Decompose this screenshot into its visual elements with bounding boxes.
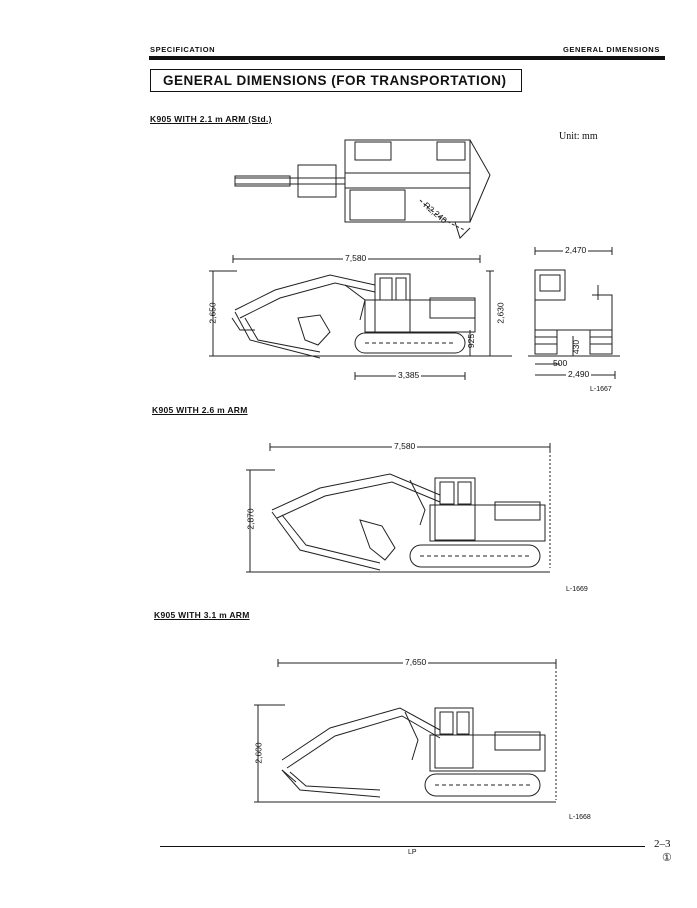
revision-mark: ①: [662, 852, 672, 864]
dim-shoe-width: 500: [553, 358, 568, 368]
page-title: GENERAL DIMENSIONS (FOR TRANSPORTATION): [163, 73, 507, 88]
rear-view-excavator: [528, 247, 620, 379]
title-box: GENERAL DIMENSIONS (FOR TRANSPORTATION): [150, 69, 522, 92]
footer-center: LP: [408, 849, 417, 856]
dim-overall-length-1: 7,580: [343, 253, 369, 263]
dim-height-3: 2,600: [254, 742, 264, 764]
drawing-id-3: L-1668: [569, 814, 591, 821]
unit-label: Unit: mm: [559, 131, 598, 142]
side-view-excavator: [209, 255, 512, 380]
drawing-id-1: L-1667: [590, 386, 612, 393]
drawing-id-2: L-1669: [566, 586, 588, 593]
top-view-excavator: [235, 140, 490, 238]
section-2-heading: K905 WITH 2.6 m ARM: [152, 405, 248, 415]
section-3-heading: K905 WITH 3.1 m ARM: [154, 610, 250, 620]
dim-cab-width: 2,470: [563, 245, 589, 255]
dim-rear-length-1: 3,385: [396, 370, 422, 380]
dim-track-width: 2,490: [566, 369, 592, 379]
header-right: GENERAL DIMENSIONS: [563, 45, 660, 54]
page-number: 2–3: [654, 838, 671, 850]
footer-rule: [160, 846, 645, 847]
dim-overall-length-2: 7,580: [392, 441, 418, 451]
header-rule: [149, 56, 665, 60]
dim-overall-length-3: 7,650: [403, 657, 429, 667]
header-left: SPECIFICATION: [150, 45, 216, 54]
section-1-heading: K905 WITH 2.1 m ARM (Std.): [150, 114, 272, 124]
